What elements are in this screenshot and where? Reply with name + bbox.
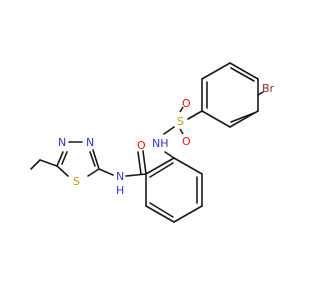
bond [125,173,147,177]
bond-inner [230,67,255,82]
bond-inner [89,151,96,167]
bond [201,110,231,128]
bond-inner [230,112,255,123]
bond [201,62,231,80]
molecule-canvas: Br S O O NH O N H N N S [30,62,275,223]
bond-inner [149,202,174,218]
bond [179,106,184,113]
bond-double [137,151,142,175]
sulfonyl-oxygen-top-label: O [182,97,191,110]
bonds [30,62,264,223]
bond [229,62,259,80]
bond [92,149,100,170]
bond [98,168,114,176]
sulfonyl-oxygen-bottom-label: O [182,135,191,148]
sulfonyl-bonds [179,106,184,135]
structure-diagram: Br S O O NH O N H N N S [30,62,275,223]
bond [145,205,175,223]
bond [30,159,41,170]
bond [163,126,175,135]
bond [39,159,58,167]
bond [173,157,203,175]
bond [164,151,175,159]
thiadiazole-sulfur-label: S [73,175,80,188]
amide-h-label: H [116,184,124,197]
bromine-label: Br [262,82,275,95]
bond [257,91,264,96]
bond [173,205,203,223]
bond [187,110,203,120]
bond [142,150,147,175]
bond-inner [149,162,174,178]
bond [87,168,100,177]
sulfonyl-sulfur-label: S [177,115,184,128]
bond [179,128,184,135]
bond [56,165,69,177]
sulfonamide-nh-label: NH [152,137,169,150]
bond-inner [61,151,68,165]
bond [145,157,175,175]
amide-n-label: N [116,170,124,183]
carbonyl-oxygen-label: O [137,139,146,152]
thiadiazole-n-right-label: N [86,136,94,149]
thiadiazole-n-left-label: N [58,136,66,149]
bond [56,151,64,167]
